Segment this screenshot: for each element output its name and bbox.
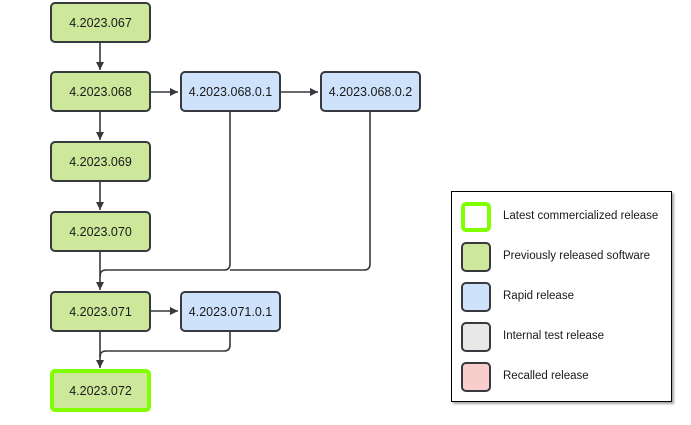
- legend-label: Rapid release: [503, 290, 574, 302]
- legend-swatch-previous: [461, 242, 491, 272]
- legend-swatch-rapid: [461, 282, 491, 312]
- release-label: 4.2023.070: [69, 224, 132, 239]
- legend: Latest commercialized release Previously…: [451, 191, 672, 402]
- release-label: 4.2023.071.0.1: [188, 304, 273, 319]
- legend-label: Recalled release: [503, 370, 589, 382]
- release-label: 4.2023.068.0.2: [328, 84, 413, 99]
- legend-item-rapid: Rapid release: [452, 282, 671, 312]
- legend-label: Internal test release: [503, 330, 605, 342]
- release-label: 4.2023.068: [69, 84, 132, 99]
- release-node-067[interactable]: 4.2023.067: [50, 2, 151, 43]
- legend-swatch-recalled: [461, 362, 491, 392]
- release-node-072-latest[interactable]: 4.2023.072: [50, 369, 151, 412]
- legend-swatch-internal: [461, 322, 491, 352]
- legend-item-previous: Previously released software: [452, 242, 671, 272]
- release-node-068-0-2[interactable]: 4.2023.068.0.2: [320, 71, 421, 112]
- edge-068-0-1-071: [99, 112, 231, 277]
- release-node-070[interactable]: 4.2023.070: [50, 211, 151, 252]
- release-label: 4.2023.072: [69, 383, 132, 398]
- release-label: 4.2023.071: [69, 304, 132, 319]
- legend-label: Previously released software: [503, 250, 651, 262]
- release-label: 4.2023.069: [69, 154, 132, 169]
- legend-swatch-latest: [461, 202, 491, 232]
- release-node-068[interactable]: 4.2023.068: [50, 71, 151, 112]
- release-node-071-0-1[interactable]: 4.2023.071.0.1: [180, 291, 281, 332]
- release-node-071[interactable]: 4.2023.071: [50, 291, 151, 332]
- legend-item-internal: Internal test release: [452, 322, 671, 352]
- release-label: 4.2023.068.0.1: [188, 84, 273, 99]
- release-node-068-0-1[interactable]: 4.2023.068.0.1: [180, 71, 281, 112]
- legend-label: Latest commercialized release: [503, 210, 659, 222]
- legend-item-latest: Latest commercialized release: [452, 202, 671, 232]
- edge-071-0-1-072: [99, 332, 231, 358]
- release-label: 4.2023.067: [69, 15, 132, 30]
- release-node-069[interactable]: 4.2023.069: [50, 141, 151, 182]
- legend-item-recalled: Recalled release: [452, 362, 671, 392]
- edge-068-0-2-071: [230, 112, 371, 271]
